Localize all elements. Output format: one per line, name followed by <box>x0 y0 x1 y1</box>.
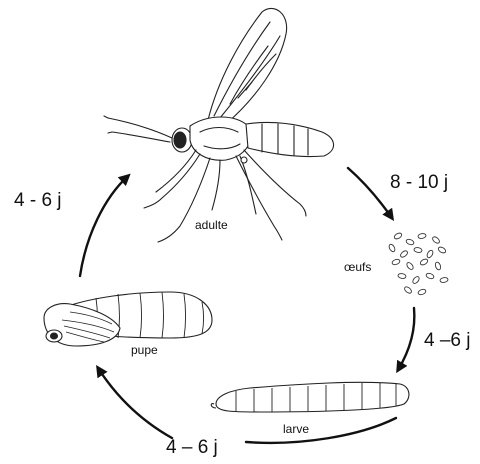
eggs-illustration <box>388 232 448 296</box>
duration-pupa-to-adult: 4 - 6 j <box>14 190 62 212</box>
duration-adult-to-eggs: 8 - 10 j <box>390 172 448 194</box>
arrow-adult-to-eggs <box>348 168 392 218</box>
larva-illustration <box>211 382 409 412</box>
duration-eggs-to-larva: 4 –6 j <box>424 330 470 352</box>
arrow-tail-bottom <box>246 418 396 443</box>
arrow-pupa-to-adult <box>80 176 128 276</box>
stage-label-pupa: pupe <box>131 343 158 357</box>
stage-label-adult: adulte <box>195 218 228 232</box>
stage-label-larva: larve <box>283 422 309 436</box>
arrow-larva-to-pupa <box>98 368 172 438</box>
duration-larva-to-pupa: 4 – 6 j <box>166 437 218 459</box>
adult-fly-illustration <box>104 8 334 242</box>
pupa-illustration <box>44 292 212 346</box>
stage-label-eggs: œufs <box>344 260 371 274</box>
arrow-eggs-to-larva <box>398 308 414 370</box>
